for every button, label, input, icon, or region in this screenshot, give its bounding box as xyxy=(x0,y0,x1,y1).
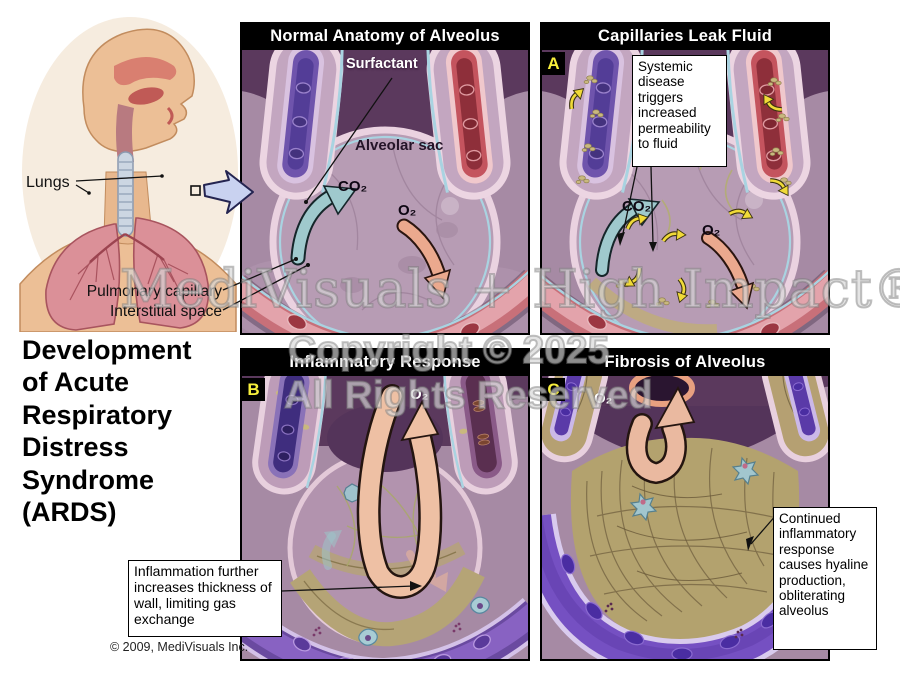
panel-leak-title: Capillaries Leak Fluid xyxy=(542,24,828,50)
co2-label: CO₂ xyxy=(338,178,368,195)
panel-normal-anatomy: Normal Anatomy of Alveolus xyxy=(240,22,530,335)
o2-label: O₂ xyxy=(594,390,613,407)
panel-letter-a: A xyxy=(542,52,565,75)
body-lungs-illustration xyxy=(19,17,238,332)
panel-inflammatory-response: Inflammatory Response xyxy=(240,348,530,661)
copyright-notice: © 2009, MediVisuals Inc. xyxy=(110,640,249,654)
interstitial-space-label: Interstitial space xyxy=(110,303,222,320)
o2-label: O₂ xyxy=(702,222,721,239)
inflammatory-callout: Inflammation further increases thickness… xyxy=(128,560,282,637)
alveolus-normal-drawing xyxy=(242,50,528,333)
co2-label: CO₂ xyxy=(622,198,652,215)
o2-label: O₂ xyxy=(398,202,417,219)
page-title: Development of Acute Respiratory Distres… xyxy=(22,335,192,527)
panel-inflammatory-title: Inflammatory Response xyxy=(242,350,528,376)
panel-fibrosis-title: Fibrosis of Alveolus xyxy=(542,350,828,376)
panel-normal-art: Surfactant Alveolar sac CO₂ O₂ xyxy=(242,50,528,333)
alveolar-sac-label: Alveolar sac xyxy=(355,137,444,154)
panel-letter-c: C xyxy=(542,378,565,401)
alveolus-inflammatory-drawing xyxy=(242,376,528,659)
panel-letter-b: B xyxy=(242,378,265,401)
fibrosis-callout: Continued inflammatory response causes h… xyxy=(773,507,877,650)
leak-callout: Systemic disease triggers increased perm… xyxy=(632,55,727,167)
surfactant-label: Surfactant xyxy=(346,56,418,72)
pulmonary-capillary-label: Pulmonary capillary xyxy=(86,283,222,300)
panel-normal-title: Normal Anatomy of Alveolus xyxy=(242,24,528,50)
panel-inflammatory-art: O₂ xyxy=(242,376,528,659)
lungs-label: Lungs xyxy=(26,174,70,191)
o2-label: O₂ xyxy=(410,386,429,403)
